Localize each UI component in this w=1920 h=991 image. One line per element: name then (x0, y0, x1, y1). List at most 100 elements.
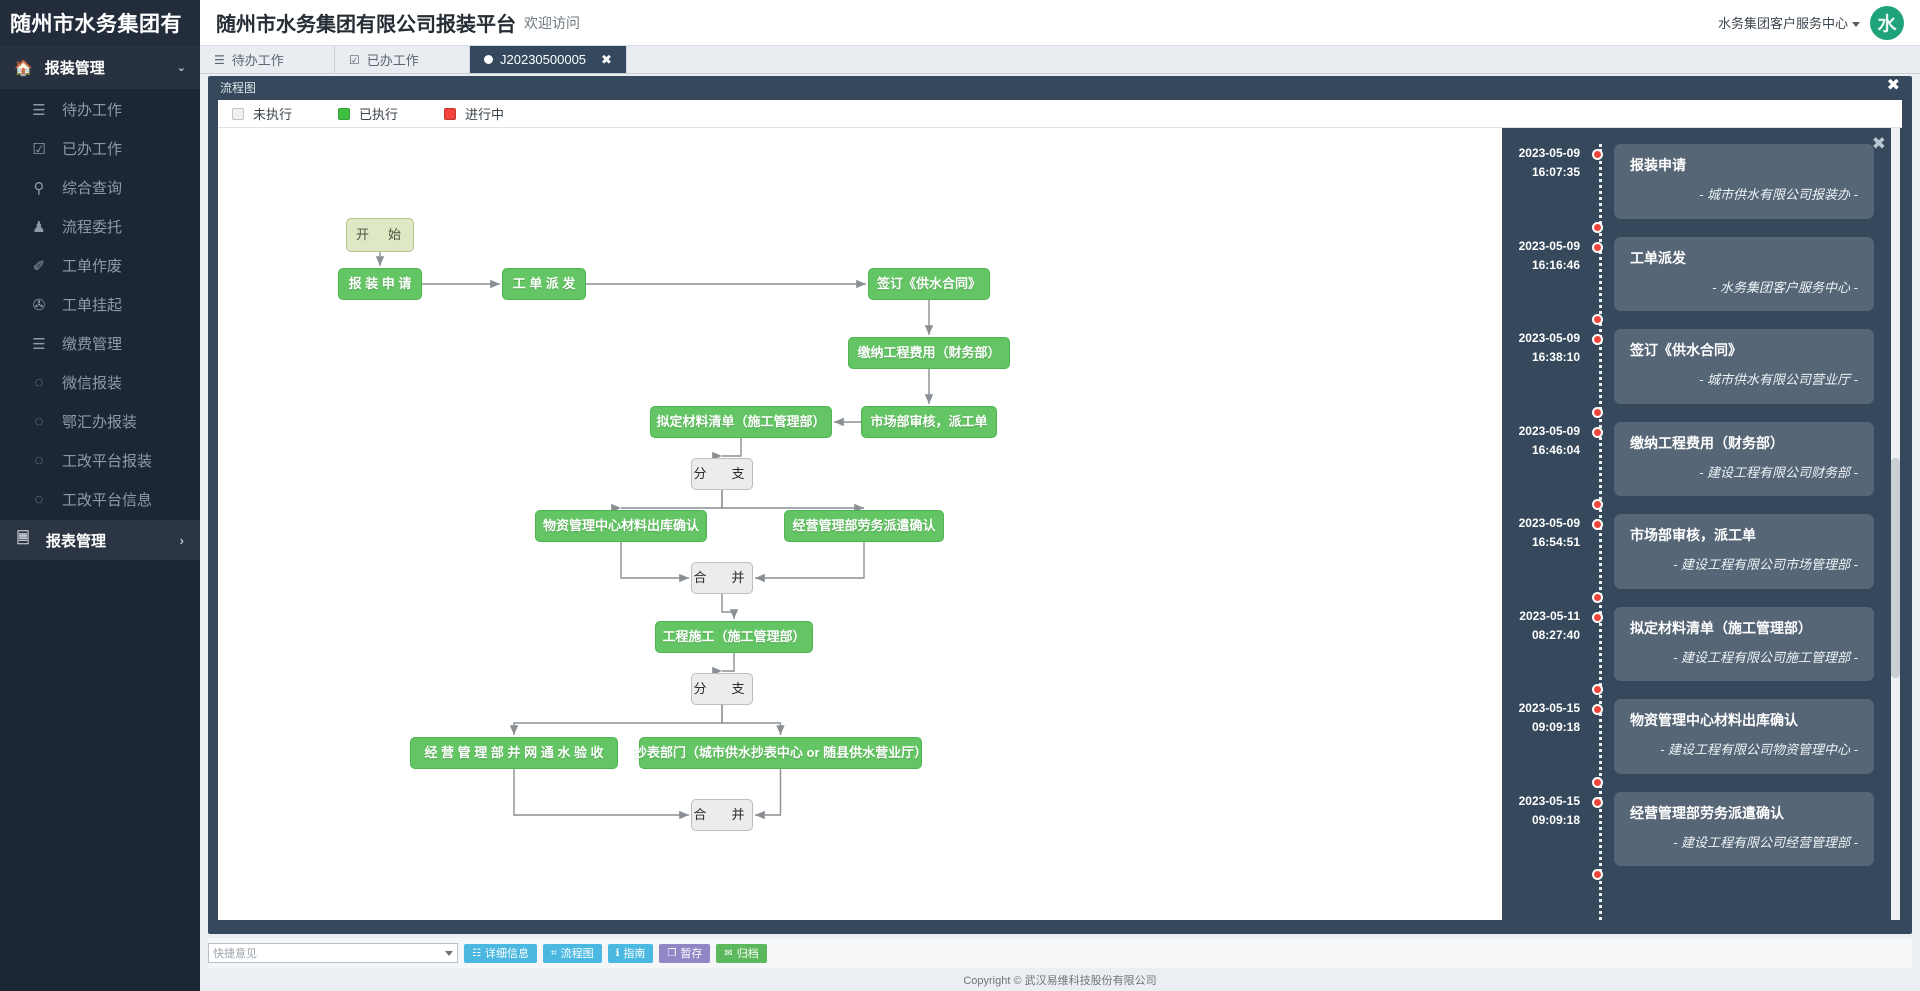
sidebar-item-9[interactable]: ◌工改平台报装 (0, 441, 200, 480)
sidebar-group-baozhuang[interactable]: 🏠 报装管理 ⌄ (0, 46, 200, 90)
flow-edge-g2-n9 (721, 594, 739, 619)
toolbar-button-label: 流程图 (560, 948, 594, 960)
user-menu[interactable]: 水务集团客户服务中心 (1718, 13, 1860, 32)
avatar[interactable]: 水 (1870, 5, 1904, 40)
timeline-card-title: 报装申请 (1630, 157, 1686, 173)
timeline-card-org: - 城市供水有限公司报装办 - (1699, 187, 1858, 202)
flow-node-label: 经 营 管 理 部 并 网 通 水 验 收 (424, 744, 604, 760)
guide-icon: ℹ (615, 947, 620, 959)
save-icon: ❐ (667, 947, 677, 959)
sidebar-item-7[interactable]: ◌微信报装 (0, 363, 200, 402)
timeline-card-title: 市场部审核，派工单 (1630, 527, 1756, 543)
flow-canvas-wrap[interactable]: 开 始报 装 申 请 工 单 派 发 签订《供水合同》缴纳工程费用（财务部） 市场部审… (218, 128, 1902, 920)
timeline-card[interactable]: 缴纳工程费用（财务部）- 建设工程有限公司财务部 - (1614, 421, 1874, 496)
flow-node-n8[interactable]: 经营管理部劳务派遣确认 (784, 510, 944, 542)
page-title: 随州市水务集团有限公司报装平台 (216, 14, 516, 36)
flow-node-start[interactable]: 开 始 (346, 218, 414, 252)
flow-node-label: 拟定材料清单（施工管理部） (656, 413, 826, 429)
flow-node-n1[interactable]: 报 装 申 请 (338, 268, 422, 300)
flow-node-n2[interactable]: 工 单 派 发 (502, 268, 586, 300)
toolbar-button-1[interactable]: ⌗流程图 (542, 943, 602, 963)
timeline-card[interactable]: 报装申请 - 城市供水有限公司报装办 - (1614, 144, 1874, 219)
flow-node-n10[interactable]: 经 营 管 理 部 并 网 通 水 验 收 (410, 737, 618, 769)
timeline-card-org: - 建设工程有限公司物资管理中心 - (1660, 742, 1858, 757)
timeline-dot-end (1592, 776, 1603, 788)
tab-1[interactable]: ☑已办工作 (335, 46, 470, 73)
panel-header: 流程图 ✖ (208, 76, 1912, 98)
flow-node-g3[interactable]: 分 支 (691, 673, 753, 705)
flow-node-n3[interactable]: 签订《供水合同》 (868, 268, 990, 300)
tab-close-icon[interactable]: ✖ (601, 51, 612, 67)
sidebar-item-5[interactable]: ✇工单挂起 (0, 285, 200, 324)
sidebar-item-3[interactable]: ♟流程委托 (0, 207, 200, 246)
flow-node-n9[interactable]: 工程施工（施工管理部） (655, 621, 813, 653)
timeline-time: 16:07:35 (1531, 165, 1580, 179)
sidebar-item-0[interactable]: ☰待办工作 (0, 90, 200, 129)
timeline-card[interactable]: 拟定材料清单（施工管理部）- 建设工程有限公司施工管理部 - (1614, 606, 1874, 681)
flow-canvas[interactable]: 开 始报 装 申 请 工 单 派 发 签订《供水合同》缴纳工程费用（财务部） 市场部审… (218, 128, 1498, 920)
timeline-card[interactable]: 经营管理部劳务派遣确认- 建设工程有限公司经营管理部 - (1614, 791, 1874, 866)
toolbar-button-3[interactable]: ❐暂存 (659, 943, 711, 963)
flow-node-n4[interactable]: 缴纳工程费用（财务部） (848, 337, 1010, 369)
top-header: 随州市水务集团有限公司报装平台 欢迎访问 水务集团客户服务中心 水 (200, 0, 1920, 46)
timeline-dot-column (1586, 422, 1614, 510)
toolbar-button-0[interactable]: ☷详细信息 (464, 943, 537, 963)
sidebar-item-baobiaoguanli[interactable]: 🗏 报表管理 › (0, 520, 200, 560)
sidebar-item-label: 工改平台报装 (62, 453, 153, 470)
sidebar-item-4[interactable]: ✐工单作废 (0, 246, 200, 285)
close-icon[interactable]: ✖ (1886, 77, 1900, 94)
quick-comment-select[interactable]: 快捷意见 (208, 943, 458, 963)
timeline-date: 2023-05-09 (1518, 238, 1580, 253)
chat-icon: ◌ (34, 374, 44, 391)
timeline-card[interactable]: 工单派发- 水务集团客户服务中心 - (1614, 236, 1874, 311)
timeline-card[interactable]: 物资管理中心材料出库确认- 建设工程有限公司物资管理中心 - (1614, 699, 1874, 774)
timeline-list[interactable]: 2023-05-09 16:07:35 报装申请 - 城市供水有限公司报装办 - 202… (1502, 144, 1892, 920)
sidebar-group-label: 报装管理 (44, 60, 105, 77)
timeline-scrollbar-thumb[interactable] (1891, 458, 1900, 678)
flow-node-g1[interactable]: 分 支 (691, 458, 753, 490)
tab-0[interactable]: ☰待办工作 (200, 46, 335, 73)
timeline-dot-end (1592, 221, 1603, 233)
timeline-card[interactable]: 签订《供水合同》- 城市供水有限公司营业厅 - (1614, 329, 1874, 404)
flow-node-n5[interactable]: 市场部审核，派工单 (861, 406, 997, 438)
quick-comment-placeholder: 快捷意见 (213, 948, 257, 960)
info-card-icon: ☷ (472, 947, 481, 959)
flow-node-label: 合 并 (693, 806, 751, 822)
timeline-dot-column (1586, 699, 1614, 788)
toolbar-button-4[interactable]: ✉归档 (716, 943, 767, 963)
timeline-dot-column (1586, 792, 1614, 880)
sidebar-item-2[interactable]: ⚲综合查询 (0, 168, 200, 207)
sidebar-item-list: ☰待办工作☑已办工作⚲综合查询♟流程委托✐工单作废✇工单挂起☰缴费管理◌微信报装… (0, 90, 200, 519)
sidebar-item-1[interactable]: ☑已办工作 (0, 129, 200, 168)
timeline-card-title: 经营管理部劳务派遣确认 (1630, 804, 1784, 821)
flow-node-n11[interactable]: 抄表部门（城市供水抄表中心 or 随县供水营业厅） (634, 737, 927, 769)
flow-node-g2[interactable]: 合 并 (691, 562, 753, 594)
sidebar: 随州市水务集团有 🏠 报装管理 ⌄ ☰待办工作☑已办工作⚲综合查询♟流程委托✐工… (0, 0, 200, 991)
flow-node-g4[interactable]: 合 并 (691, 799, 753, 831)
flow-edge-n11-g4 (755, 769, 782, 820)
sidebar-item-10[interactable]: ◌工改平台信息 (0, 480, 200, 519)
sidebar-brand: 随州市水务集团有 (0, 0, 200, 46)
sidebar-item-8[interactable]: ◌鄂汇办报装 (0, 402, 200, 441)
timeline-time: 16:38:10 (1531, 350, 1580, 364)
flow-node-n7[interactable]: 物资管理中心材料出库确认 (535, 510, 707, 542)
sidebar-item-6[interactable]: ☰缴费管理 (0, 324, 200, 363)
legend-item-1: 已执行 (338, 104, 398, 123)
timeline-card[interactable]: 市场部审核，派工单- 建设工程有限公司市场管理部 - (1614, 514, 1874, 589)
timeline-close-icon[interactable]: ✖ (1871, 134, 1886, 153)
user-gear-icon: ♟ (32, 218, 46, 236)
tab-2[interactable]: J20230500005✖ (470, 46, 627, 73)
toolbar-button-label: 指南 (623, 948, 646, 960)
flow-node-n6[interactable]: 拟定材料清单（施工管理部） (650, 406, 832, 438)
